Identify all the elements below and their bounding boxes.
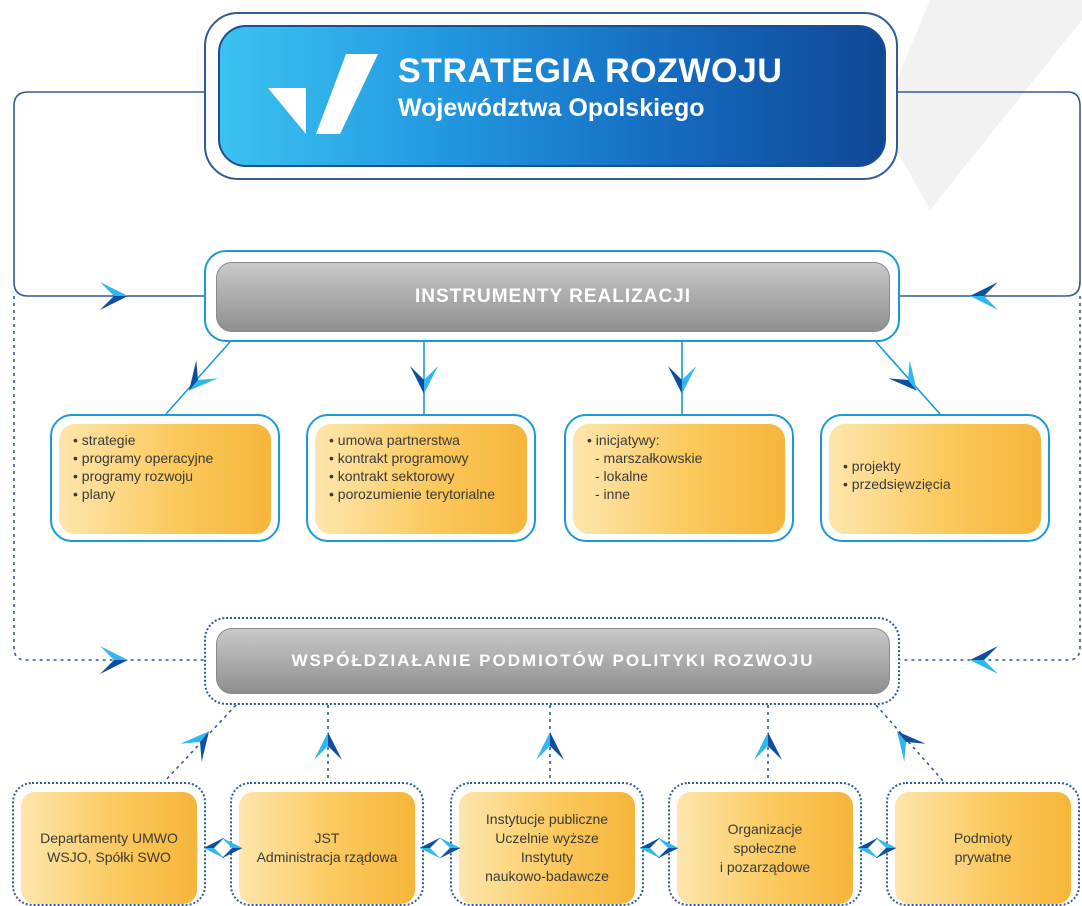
arrow-right-icon bbox=[100, 282, 128, 310]
checkmark-logo-icon bbox=[268, 54, 378, 134]
arrow-left-icon bbox=[639, 837, 661, 859]
actor-box-2: JST Administracja rządowa bbox=[239, 792, 415, 904]
arrow-up-icon bbox=[180, 722, 220, 762]
instrument-item: • umowa partnerstwa bbox=[329, 432, 460, 448]
actor-line: Instytuty bbox=[520, 849, 574, 865]
instrument-item: • plany bbox=[73, 486, 116, 502]
instrument-box-1: • strategie • programy operacyjne • prog… bbox=[59, 424, 271, 534]
arrow-left-icon bbox=[419, 837, 441, 859]
instrument-item: • strategie bbox=[73, 432, 136, 448]
actor-line: JST bbox=[314, 830, 340, 846]
arrow-up-icon bbox=[886, 722, 926, 762]
actor-line: i pozarządowe bbox=[719, 858, 811, 875]
instrument-item: • kontrakt sektorowy bbox=[329, 468, 455, 484]
arrow-left-icon bbox=[970, 646, 998, 674]
instrument-item: • programy operacyjne bbox=[73, 450, 214, 466]
arrow-left-icon bbox=[857, 837, 879, 859]
arrow-right-icon bbox=[875, 837, 897, 859]
actor-line: Departamenty UMWO bbox=[40, 830, 178, 846]
actor-box-1: Departamenty UMWO WSJO, Spółki SWO bbox=[21, 792, 197, 904]
instrument-item: • inicjatywy: bbox=[587, 432, 660, 448]
arrow-down-icon bbox=[410, 366, 438, 394]
arrow-left-icon bbox=[203, 837, 225, 859]
actor-line: prywatne bbox=[954, 849, 1012, 865]
actor-link-5 bbox=[875, 704, 945, 783]
actor-line: naukowo-badawcze bbox=[485, 868, 609, 884]
watermark-check-shape bbox=[880, 0, 1082, 210]
arrow-up-icon bbox=[536, 732, 564, 760]
instrument-box-2: • umowa partnerstwa • kontrakt programow… bbox=[315, 424, 527, 534]
instrument-item: • porozumienie terytorialne bbox=[329, 486, 495, 502]
actor-line: Administracja rządowa bbox=[256, 849, 398, 865]
instrument-item: • programy rozwoju bbox=[73, 468, 194, 484]
arrow-down-icon bbox=[668, 366, 696, 394]
actor-box-4: Organizacje społeczne i pozarządowe bbox=[677, 792, 853, 904]
arrow-right-icon bbox=[100, 646, 128, 674]
actor-line: Uczelnie wyższe bbox=[495, 830, 599, 846]
instruments-title: INSTRUMENTY REALIZACJI bbox=[216, 262, 890, 332]
instrument-box-3: • inicjatywy: - marszałkowskie - lokalne… bbox=[573, 424, 785, 534]
instrument-link-1 bbox=[165, 341, 231, 415]
actor-line: WSJO, Spółki SWO bbox=[47, 849, 171, 865]
arrow-down-icon bbox=[178, 360, 218, 400]
arrow-up-icon bbox=[754, 732, 782, 760]
header-title: STRATEGIA ROZWOJU bbox=[398, 52, 783, 90]
actor-box-3: Instytucje publiczne Uczelnie wyższe Ins… bbox=[459, 792, 635, 904]
instrument-item: • projekty bbox=[843, 458, 901, 474]
arrow-right-icon bbox=[221, 837, 243, 859]
actor-line: Instytucje publiczne bbox=[485, 811, 609, 827]
actor-line: Podmioty bbox=[953, 830, 1013, 846]
instrument-link-4 bbox=[875, 341, 941, 415]
instrument-item: • kontrakt programowy bbox=[329, 450, 469, 466]
right-dotted-connector bbox=[900, 296, 1081, 661]
instrument-item: • przedsięwzięcia bbox=[843, 476, 951, 492]
instrument-subitem: - inne bbox=[595, 486, 631, 502]
instrument-subitem: - marszałkowskie bbox=[595, 450, 703, 466]
left-solid-connector bbox=[13, 91, 204, 297]
cooperation-title: WSPÓŁDZIAŁANIE PODMIOTÓW POLITYKI ROZWOJ… bbox=[216, 628, 890, 694]
arrow-right-icon bbox=[439, 837, 461, 859]
arrow-left-icon bbox=[970, 282, 998, 310]
right-solid-connector bbox=[898, 91, 1081, 297]
arrow-up-icon bbox=[314, 732, 342, 760]
actor-box-5: Podmioty prywatne bbox=[895, 792, 1071, 904]
actor-line: Organizacje bbox=[727, 820, 803, 837]
arrow-down-icon bbox=[888, 360, 928, 400]
header-banner bbox=[218, 25, 886, 167]
header-subtitle: Województwa Opolskiego bbox=[398, 94, 705, 122]
actor-line: społeczne bbox=[733, 839, 797, 856]
arrow-right-icon bbox=[657, 837, 679, 859]
instrument-subitem: - lokalne bbox=[595, 468, 648, 484]
left-dotted-connector bbox=[13, 296, 204, 661]
instrument-box-4: • projekty • przedsięwzięcia bbox=[829, 424, 1041, 534]
